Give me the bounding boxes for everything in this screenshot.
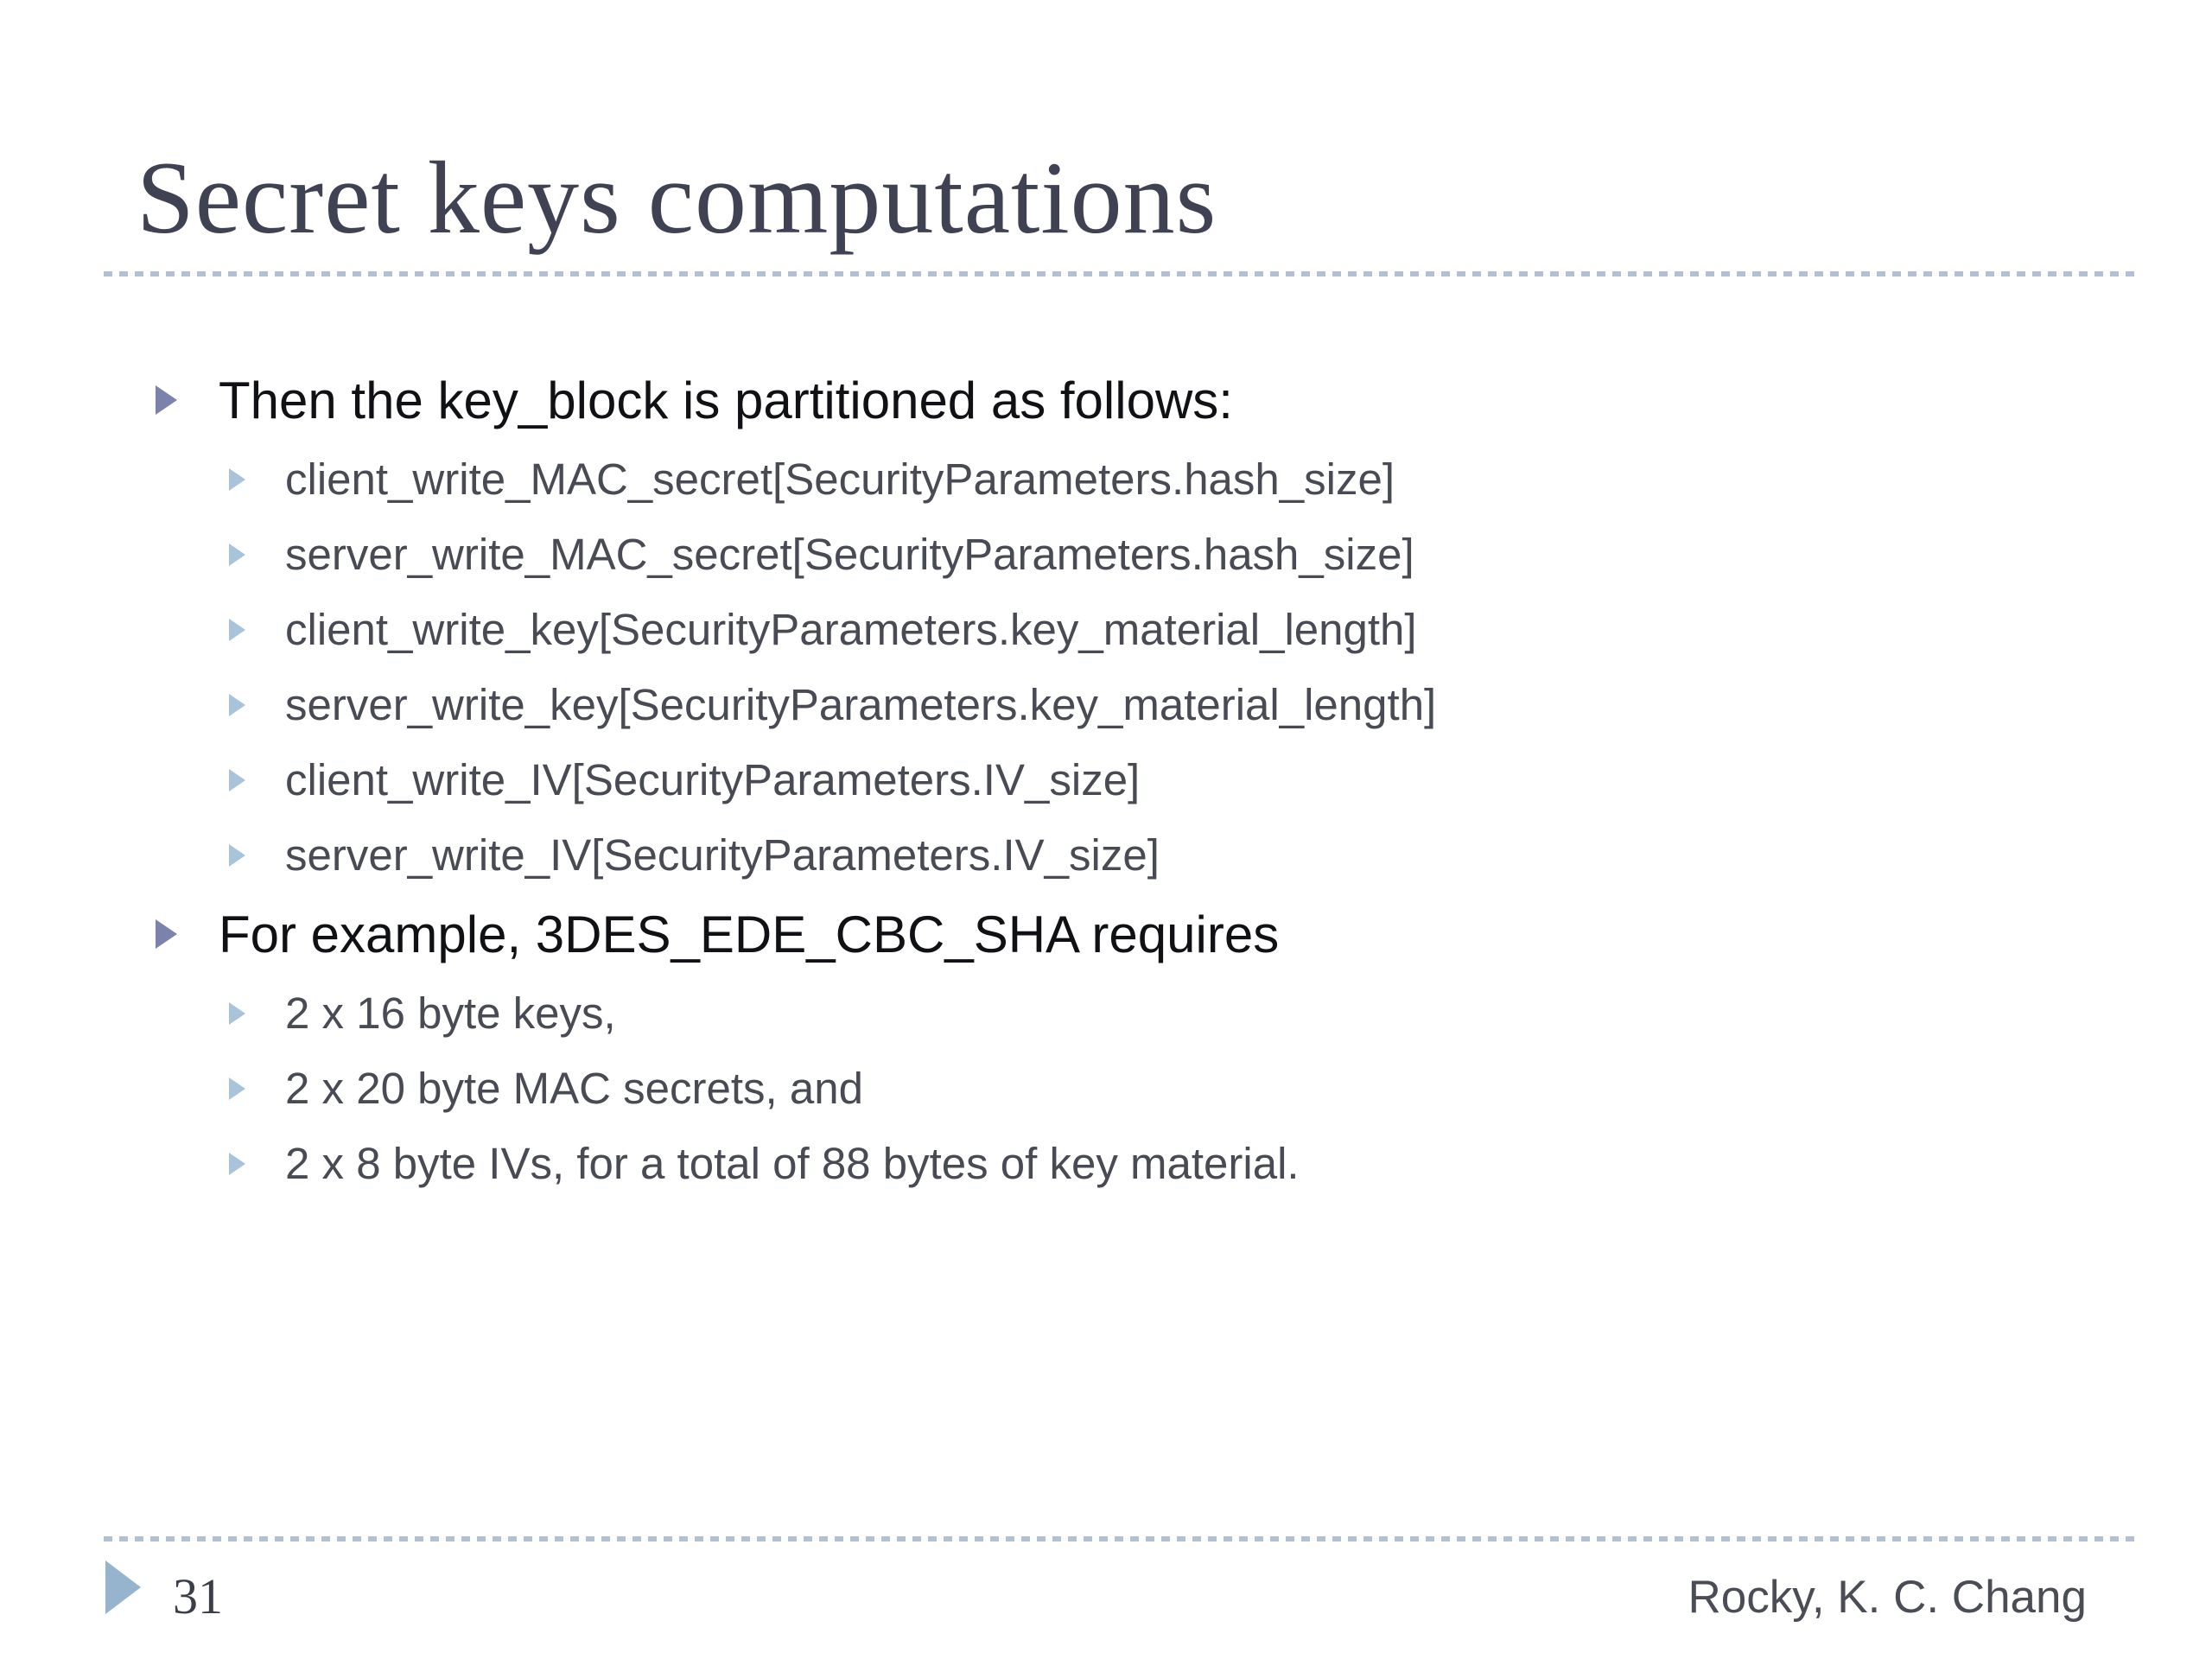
slide-title: Secret keys computations <box>137 140 1217 255</box>
bullet-triangle-icon <box>156 385 177 415</box>
bullet-text: server_write_MAC_secret[SecurityParamete… <box>285 530 1414 579</box>
bullet-item: 2 x 16 byte keys, <box>0 976 2212 1051</box>
bullet-text: 2 x 16 byte keys, <box>285 988 616 1038</box>
bullet-text: For example, 3DES_EDE_CBC_SHA requires <box>219 905 1280 963</box>
bullet-item: server_write_IV[SecurityParameters.IV_si… <box>0 817 2212 893</box>
bullet-triangle-icon <box>229 467 245 491</box>
bullet-triangle-icon <box>229 1077 245 1100</box>
bullet-text: client_write_MAC_secret[SecurityParamete… <box>285 454 1395 504</box>
bullet-text: client_write_IV[SecurityParameters.IV_si… <box>285 755 1141 804</box>
footer-author: Rocky, K. C. Chang <box>1688 1572 2087 1623</box>
bullet-item: Then the key_block is partitioned as fol… <box>0 359 2212 442</box>
bullet-text: Then the key_block is partitioned as fol… <box>219 371 1233 429</box>
title-divider <box>104 271 2134 276</box>
bullet-item: server_write_MAC_secret[SecurityParamete… <box>0 517 2212 592</box>
bullet-triangle-icon <box>229 768 245 791</box>
page-number: 31 <box>173 1568 223 1624</box>
bullet-triangle-icon <box>229 543 245 566</box>
bullet-list: Then the key_block is partitioned as fol… <box>0 359 2212 1201</box>
bullet-item: client_write_IV[SecurityParameters.IV_si… <box>0 742 2212 817</box>
bullet-triangle-icon <box>229 693 245 716</box>
footer-triangle-icon <box>105 1560 141 1614</box>
bullet-text: 2 x 8 byte IVs, for a total of 88 bytes … <box>285 1139 1300 1188</box>
bullet-text: client_write_key[SecurityParameters.key_… <box>285 605 1417 654</box>
bullet-item: 2 x 8 byte IVs, for a total of 88 bytes … <box>0 1126 2212 1201</box>
bullet-triangle-icon <box>229 1152 245 1175</box>
bullet-text: 2 x 20 byte MAC secrets, and <box>285 1064 863 1113</box>
bullet-item: client_write_key[SecurityParameters.key_… <box>0 592 2212 667</box>
bullet-item: For example, 3DES_EDE_CBC_SHA requires <box>0 893 2212 976</box>
footer-divider <box>104 1536 2134 1541</box>
bullet-triangle-icon <box>229 618 245 641</box>
bullet-text: server_write_key[SecurityParameters.key_… <box>285 680 1437 729</box>
bullet-triangle-icon <box>229 843 245 867</box>
bullet-item: 2 x 20 byte MAC secrets, and <box>0 1051 2212 1126</box>
bullet-item: server_write_key[SecurityParameters.key_… <box>0 667 2212 742</box>
bullet-triangle-icon <box>156 919 177 949</box>
bullet-text: server_write_IV[SecurityParameters.IV_si… <box>285 830 1160 880</box>
bullet-triangle-icon <box>229 1001 245 1025</box>
bullet-item: client_write_MAC_secret[SecurityParamete… <box>0 442 2212 517</box>
